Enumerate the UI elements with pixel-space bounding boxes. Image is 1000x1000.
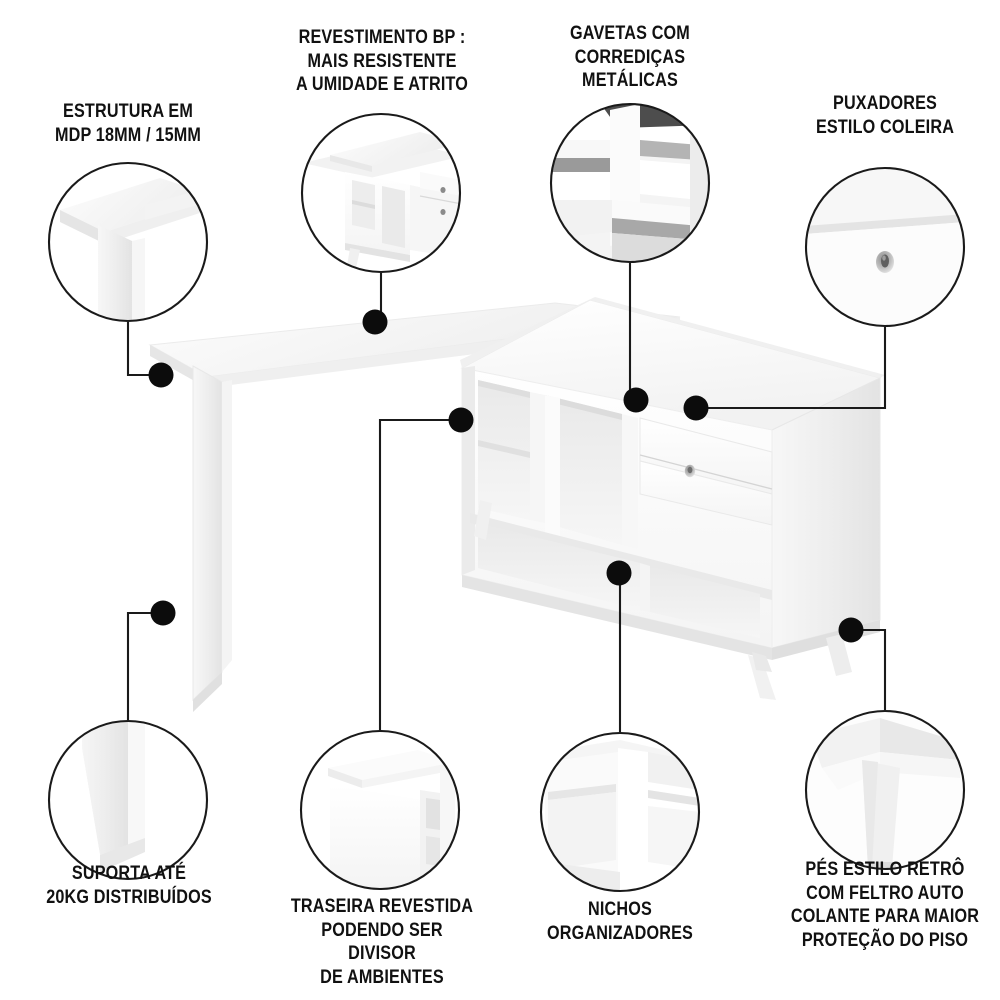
callout-label-gavetas: GAVETAS COM CORREDIÇAS METÁLICAS [570,22,690,91]
callout-label-suporta: SUPORTA ATÉ 20KG DISTRIBUÍDOS [46,862,212,908]
connector-estrutura [126,322,149,377]
anchor-dot-revestimento [362,309,388,335]
callout-circle-nichos [539,731,701,893]
callout-label-revestimento: REVESTIMENTO BP : MAIS RESISTENTE A UMID… [295,26,469,95]
anchor-dot-gavetas [623,387,649,413]
connector-puxadores [708,327,887,410]
connector-pes [863,628,887,710]
callout-circle-revestimento [300,112,462,274]
product-illustration-main-desk [148,297,885,712]
callout-label-pes: PÉS ESTILO RETRÔ COM FELTRO AUTO COLANTE… [790,858,980,951]
callout-circle-suporta [47,719,209,881]
connector-suporta [126,611,151,720]
callout-circle-pes [804,709,966,871]
callout-circle-estrutura [47,161,209,323]
connector-lines [126,263,887,732]
anchor-dots [148,309,864,643]
callout-circle-puxadores [804,166,966,328]
anchor-dot-traseira [448,407,474,433]
callout-label-estrutura: ESTRUTURA EM MDP 18MM / 15MM [54,100,202,146]
callout-label-puxadores: PUXADORES ESTILO COLEIRA [815,92,955,138]
callout-label-nichos: NICHOS ORGANIZADORES [546,898,694,944]
connector-traseira [378,418,449,730]
anchor-dot-puxadores [683,395,709,421]
anchor-dot-nichos [606,560,632,586]
callout-label-traseira: TRASEIRA REVESTIDA PODENDO SER DIVISOR D… [290,895,474,988]
anchor-dot-estrutura [148,362,174,388]
callout-circle-gavetas [549,102,711,264]
anchor-dot-pes [838,617,864,643]
anchor-dot-suporta [150,600,176,626]
callout-circle-traseira [299,729,461,891]
